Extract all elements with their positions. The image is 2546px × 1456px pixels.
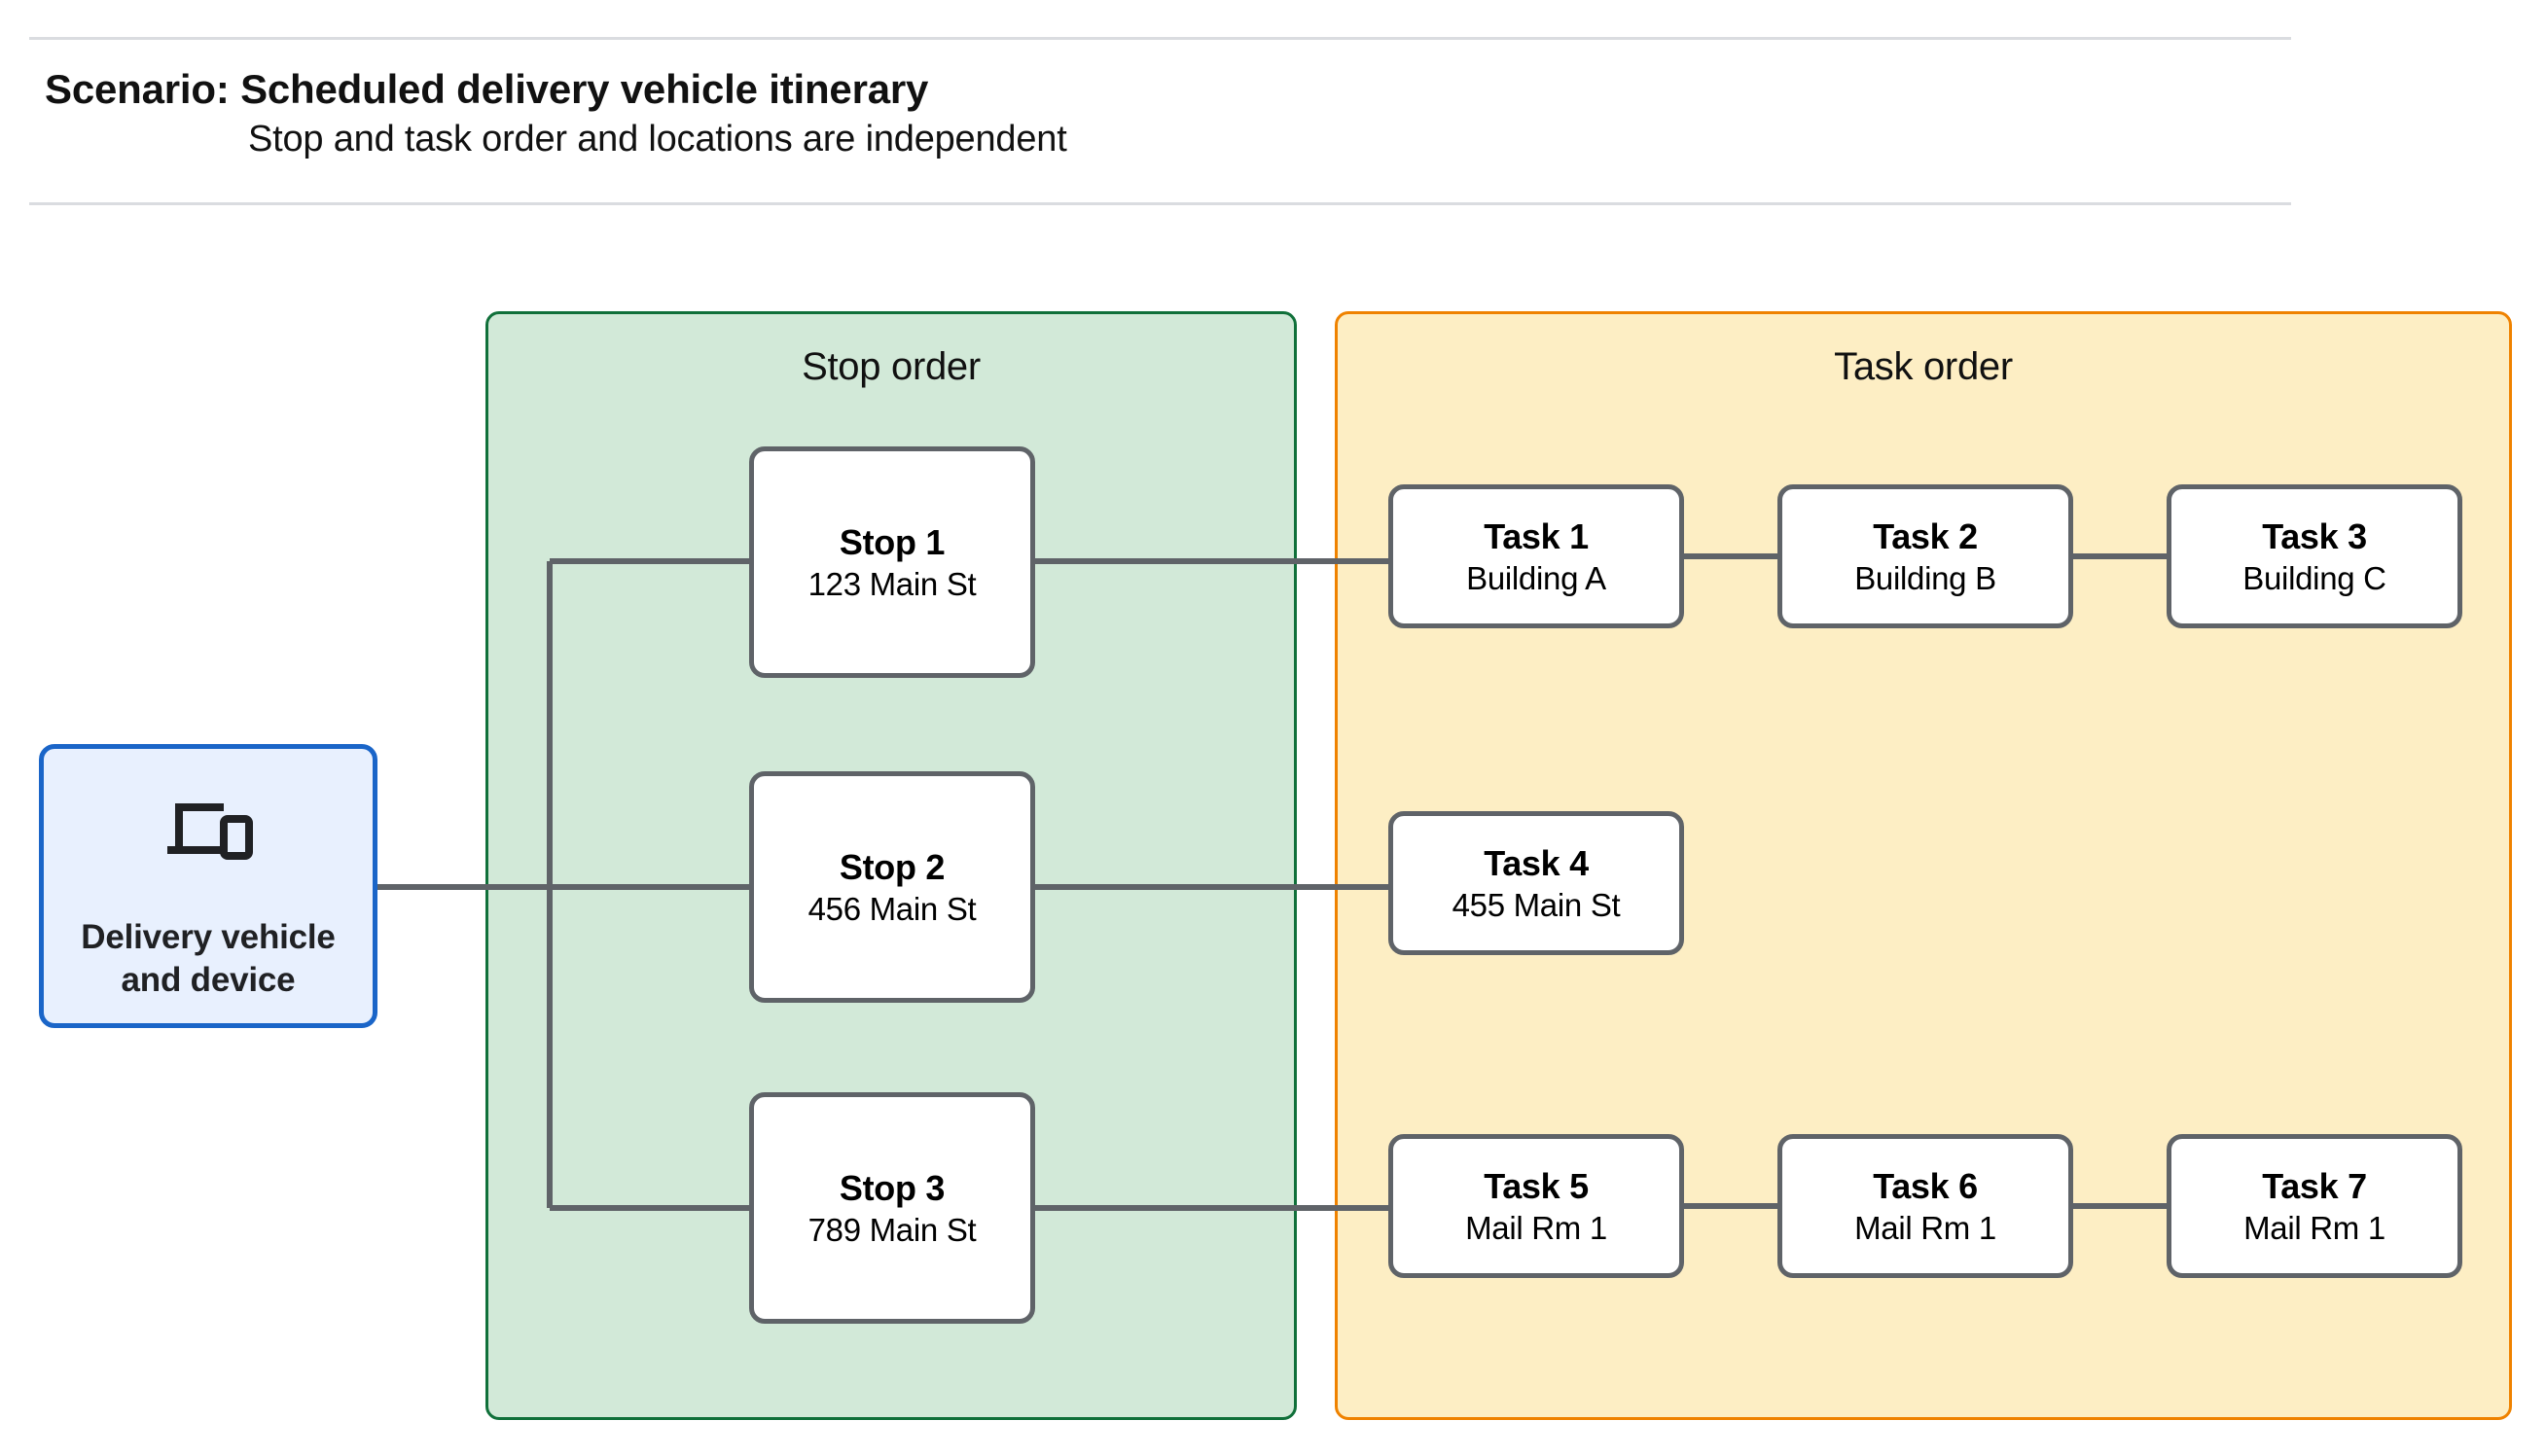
page-title: Scenario: Scheduled delivery vehicle iti… [45,66,929,112]
task-node-3[interactable]: Task 3 Building C [2167,484,2462,628]
task-node-2[interactable]: Task 2 Building B [1777,484,2073,628]
task-node-3-location: Building C [2242,559,2386,596]
devices-icon [167,803,253,860]
task-node-2-title: Task 2 [1873,515,1978,556]
task-node-1-title: Task 1 [1484,515,1589,556]
task-node-1[interactable]: Task 1 Building A [1388,484,1684,628]
header-divider-top [29,37,2291,40]
stop-node-2-title: Stop 2 [839,846,946,887]
stop-node-2-address: 456 Main St [807,890,977,927]
stop-node-3-address: 789 Main St [807,1211,977,1248]
task-node-6-title: Task 6 [1873,1165,1978,1206]
page-subtitle: Stop and task order and locations are in… [248,119,1067,160]
stop-node-3-title: Stop 3 [839,1167,946,1208]
task-node-7-title: Task 7 [2262,1165,2367,1206]
stop-node-1-address: 123 Main St [807,565,977,602]
vehicle-label-line-1: Delivery vehicle [81,918,336,956]
task-node-4[interactable]: Task 4 455 Main St [1388,811,1684,955]
task-node-4-location: 455 Main St [1452,886,1621,923]
task-node-6[interactable]: Task 6 Mail Rm 1 [1777,1134,2073,1278]
task-node-2-location: Building B [1854,559,1996,596]
stop-node-2[interactable]: Stop 2 456 Main St [749,771,1035,1003]
stop-node-1[interactable]: Stop 1 123 Main St [749,446,1035,678]
stop-node-1-title: Stop 1 [839,521,946,562]
task-node-7-location: Mail Rm 1 [2243,1209,2385,1246]
panel-task-order-title: Task order [1834,345,2013,388]
task-node-1-location: Building A [1466,559,1606,596]
task-node-4-title: Task 4 [1484,842,1589,883]
task-node-3-title: Task 3 [2262,515,2367,556]
stop-node-3[interactable]: Stop 3 789 Main St [749,1092,1035,1324]
delivery-vehicle-label: Delivery vehicle and device [81,916,336,1002]
delivery-vehicle-and-device-node[interactable]: Delivery vehicle and device [39,744,377,1028]
vehicle-label-line-2: and device [121,961,296,1000]
header-divider-bottom [29,202,2291,205]
task-node-5-location: Mail Rm 1 [1465,1209,1607,1246]
task-node-6-location: Mail Rm 1 [1854,1209,1996,1246]
task-node-5-title: Task 5 [1484,1165,1589,1206]
task-node-7[interactable]: Task 7 Mail Rm 1 [2167,1134,2462,1278]
task-node-5[interactable]: Task 5 Mail Rm 1 [1388,1134,1684,1278]
panel-stop-order-title: Stop order [802,345,981,388]
